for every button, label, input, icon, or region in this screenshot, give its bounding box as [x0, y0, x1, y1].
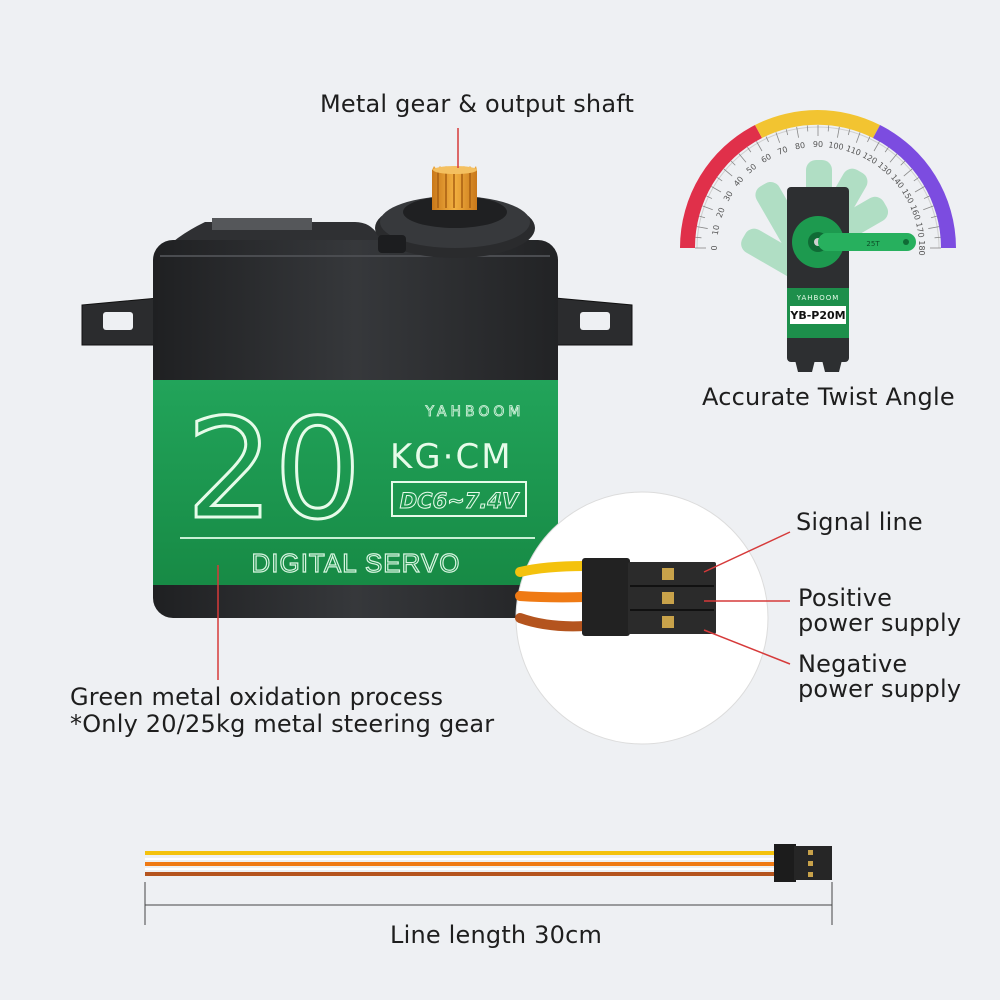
protractor-tick: [914, 186, 925, 193]
protractor-tick: [889, 153, 898, 163]
protractor-tick: [717, 177, 723, 182]
protractor-tick-label: 80: [794, 141, 806, 152]
mini-servo: [787, 187, 916, 372]
label-signal-line: Signal line: [796, 508, 923, 536]
leader-line-negative: [703, 629, 791, 665]
protractor-tick-label: 0: [710, 245, 719, 250]
protractor-tick: [900, 160, 906, 166]
connector-zoom: [515, 491, 769, 745]
protractor-tick-label: 180: [917, 240, 926, 255]
protractor-tick: [738, 153, 747, 163]
protractor-tick-label: 110: [845, 144, 862, 158]
leader-line-signal: [703, 531, 791, 573]
label-metal-gear: Metal gear & output shaft: [320, 90, 635, 118]
protractor-tick-label: 30: [722, 190, 735, 203]
protractor-tick: [903, 168, 913, 177]
protractor-tick: [702, 205, 713, 211]
protractor-tick-label: 70: [776, 145, 789, 157]
protractor-tick: [696, 226, 708, 229]
protractor-tick: [847, 129, 851, 136]
protractor-tick: [873, 141, 880, 152]
protractor-tick: [934, 236, 941, 239]
protractor-tick-label: 100: [828, 140, 845, 152]
protractor-tick: [695, 236, 702, 239]
protractor-tick: [806, 125, 809, 132]
protractor-tick: [837, 126, 840, 138]
protractor-tick: [765, 136, 769, 143]
gear-icon: [432, 166, 477, 210]
protractor-tick: [867, 136, 871, 143]
protractor-tick: [699, 215, 706, 219]
protractor-tick-label: 40: [732, 175, 745, 189]
label-green-metal-1: Green metal oxidation process: [70, 683, 444, 711]
protractor-tick-label: 130: [876, 160, 893, 177]
label-positive-2: power supply: [798, 609, 962, 637]
scale-arc-yellow: [755, 110, 880, 138]
scale-arc-purple: [873, 125, 956, 248]
protractor-tick-label: 90: [813, 140, 823, 149]
protractor-tick: [884, 147, 889, 153]
length-dimension: [144, 882, 833, 925]
protractor-tick-label: 50: [745, 162, 759, 175]
protractor-tick-label: 120: [861, 151, 879, 166]
servo-torque-number: 20: [186, 389, 362, 550]
protractor-tick: [706, 195, 713, 199]
protractor-tick: [730, 160, 736, 166]
protractor-tick: [775, 132, 781, 143]
protractor-tick: [913, 177, 919, 182]
protractor-tick: [756, 141, 763, 152]
protractor-tick: [827, 125, 830, 132]
label-positive-1: Positive: [798, 584, 893, 612]
protractor-tick-label: 20: [715, 206, 727, 219]
label-accurate-angle: Accurate Twist Angle: [702, 383, 955, 411]
mini-servo-arm-code: 25T: [866, 240, 880, 248]
protractor-tick: [796, 126, 799, 138]
protractor-tick: [923, 205, 934, 211]
label-green-metal-2: *Only 20/25kg metal steering gear: [70, 710, 495, 738]
servo-cable: [145, 844, 832, 882]
label-negative-2: power supply: [798, 675, 962, 703]
protractor-tick: [711, 186, 722, 193]
label-line-length: Line length 30cm: [390, 921, 603, 949]
servo-main: [81, 166, 633, 618]
protractor-tick: [723, 168, 733, 177]
servo-voltage: DC6~7.4V: [400, 489, 520, 513]
protractor-tick-label: 60: [760, 152, 773, 165]
protractor-tick: [930, 215, 937, 219]
servo-torque-unit: KG·CM: [390, 437, 513, 477]
label-negative-1: Negative: [798, 650, 908, 678]
protractor-tick: [855, 132, 861, 143]
protractor-tick-label: 140: [889, 173, 906, 190]
servo-brand: YAHBOOM: [424, 404, 524, 420]
mini-servo-model: YB-P20M: [789, 309, 845, 322]
protractor-tick: [928, 226, 940, 229]
protractor-tick-label: 160: [908, 204, 922, 221]
protractor-tick-label: 170: [914, 222, 926, 239]
protractor-tick: [747, 147, 752, 153]
scale-arc-red: [679, 125, 762, 248]
protractor-tick: [785, 129, 789, 136]
mini-servo-brand: YAHBOOM: [796, 294, 840, 302]
servo-type: DIGITAL SERVO: [251, 548, 460, 578]
protractor-tick: [923, 195, 930, 199]
protractor-tick-label: 10: [711, 224, 722, 236]
protractor-tick-label: 150: [900, 187, 915, 205]
